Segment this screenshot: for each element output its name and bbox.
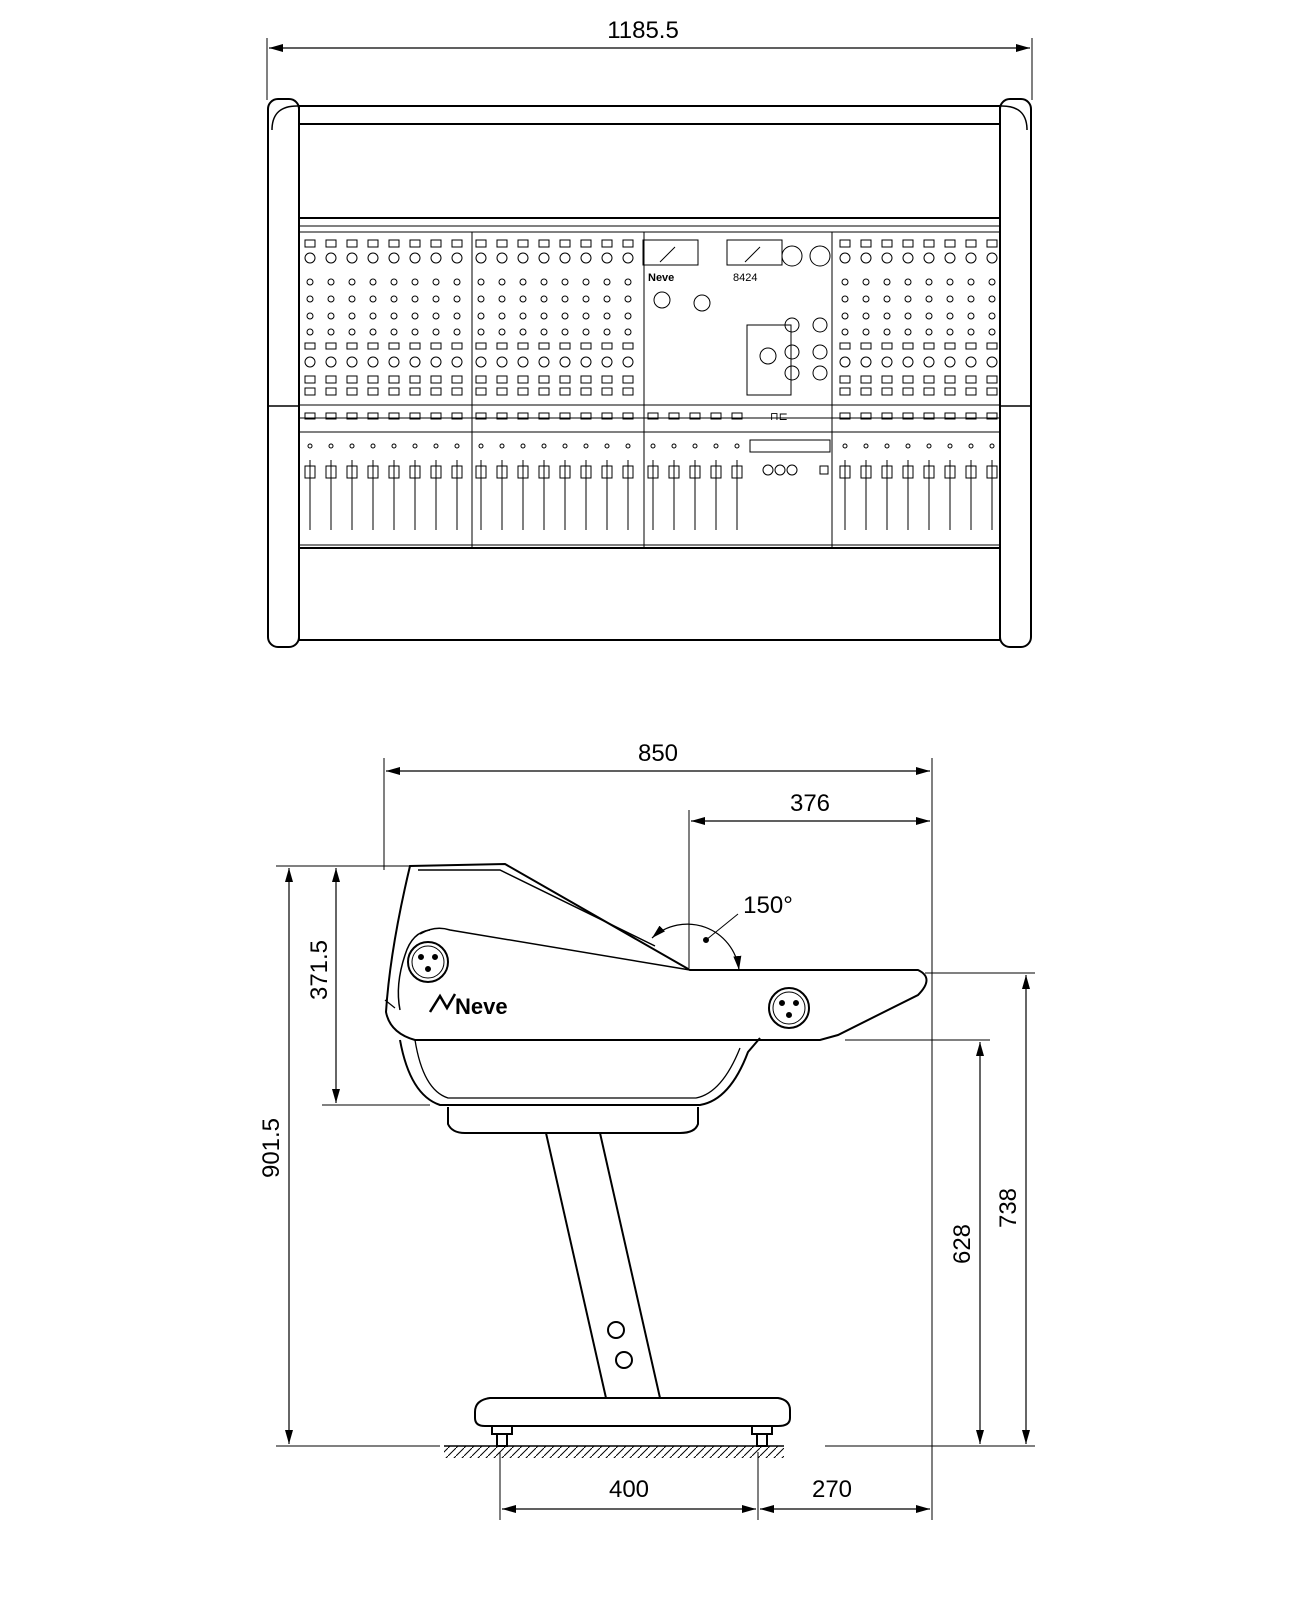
pedestal — [447, 1107, 791, 1447]
foot-spacing-dim-label: 400 — [609, 1476, 649, 1503]
total-height-dim-label: 901.5 — [258, 1118, 285, 1178]
centre-brand-logo: Neve — [648, 272, 674, 284]
armrest-height-dim-label: 738 — [995, 1188, 1022, 1228]
top-view: 1185.5 Neve — [266, 17, 1033, 648]
upper-height-dim-label: 371.5 — [306, 940, 333, 1000]
depth-dimension: 850 — [383, 740, 933, 1520]
armrest-height-dimension: 738 — [925, 972, 1035, 1447]
angle-dim-label: 150° — [743, 892, 793, 919]
centre-section: Neve 8424 ⊓⊏ — [642, 239, 831, 476]
side-view: 850 376 150° 371.5 901.5 — [258, 740, 1035, 1520]
depth-dim-label: 850 — [638, 740, 678, 767]
total-height-dimension: 901.5 — [258, 865, 440, 1447]
centre-model-label: 8424 — [733, 272, 757, 284]
desk-height-dimension: 628 — [825, 1039, 990, 1447]
floor — [444, 1445, 784, 1458]
width-dim-label: 1185.5 — [607, 17, 679, 44]
svg-text:⊓⊏: ⊓⊏ — [770, 411, 788, 423]
front-overhang-dim-label: 270 — [812, 1476, 852, 1503]
side-brand-logo: Neve — [455, 994, 508, 1019]
upper-height-dimension: 371.5 — [306, 865, 430, 1106]
width-dimension: 1185.5 — [266, 17, 1033, 100]
front-overhang-dimension: 270 — [760, 1476, 930, 1513]
channel-strips — [298, 231, 1001, 549]
console-body: Neve — [384, 862, 928, 1106]
console-frame — [267, 98, 1032, 648]
front-dimension: 376 — [688, 790, 930, 968]
desk-height-dim-label: 628 — [949, 1224, 976, 1264]
angle-dimension: 150° — [651, 892, 793, 971]
front-dim-label: 376 — [790, 790, 830, 817]
foot-spacing-dimension: 400 — [499, 1452, 759, 1520]
